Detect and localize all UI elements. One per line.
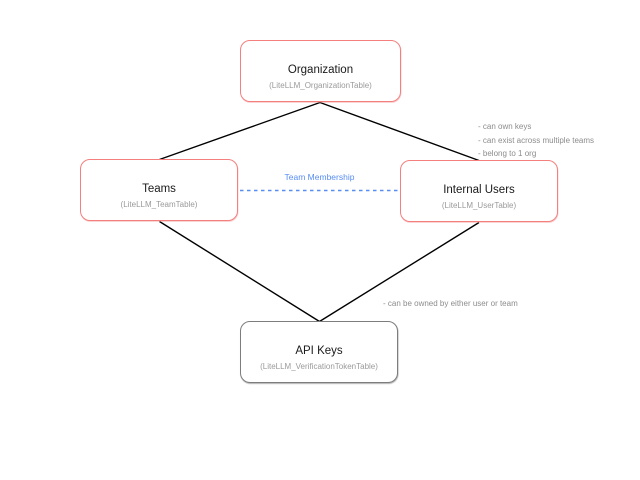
api-keys-note: - can be owned by either user or team [383, 299, 518, 308]
edge-teams-api-keys [159, 220, 320, 323]
node-internal-users: Internal Users (LiteLLM_UserTable) [400, 160, 558, 222]
node-teams: Teams (LiteLLM_TeamTable) [80, 159, 238, 221]
edge-organization-teams [159, 101, 321, 161]
node-organization-title: Organization [287, 64, 354, 76]
internal-users-note-multiple-teams: - can exist across multiple teams [478, 135, 595, 145]
internal-users-notes: - can own keys - can exist across multip… [478, 120, 594, 161]
node-api-keys-subtitle: (LiteLLM_VerificationTokenTable) [260, 362, 378, 371]
node-organization: Organization (LiteLLM_OrganizationTable) [240, 40, 401, 102]
node-organization-subtitle: (LiteLLM_OrganizationTable) [269, 81, 372, 90]
node-api-keys: API Keys (LiteLLM_VerificationTokenTable… [240, 321, 398, 383]
node-teams-title: Teams [142, 183, 176, 195]
team-membership-label: Team Membership [284, 172, 355, 182]
internal-users-note-can-own-keys: - can own keys [478, 122, 532, 131]
edge-internal-users-api-keys [319, 221, 480, 323]
node-internal-users-subtitle: (LiteLLM_UserTable) [441, 201, 517, 210]
edge-organization-internal-users [319, 101, 480, 162]
internal-users-note-belong-to-one-org: - belong to 1 org [478, 149, 537, 158]
node-internal-users-title: Internal Users [443, 184, 515, 196]
node-api-keys-title: API Keys [295, 345, 343, 357]
node-teams-subtitle: (LiteLLM_TeamTable) [120, 200, 198, 209]
